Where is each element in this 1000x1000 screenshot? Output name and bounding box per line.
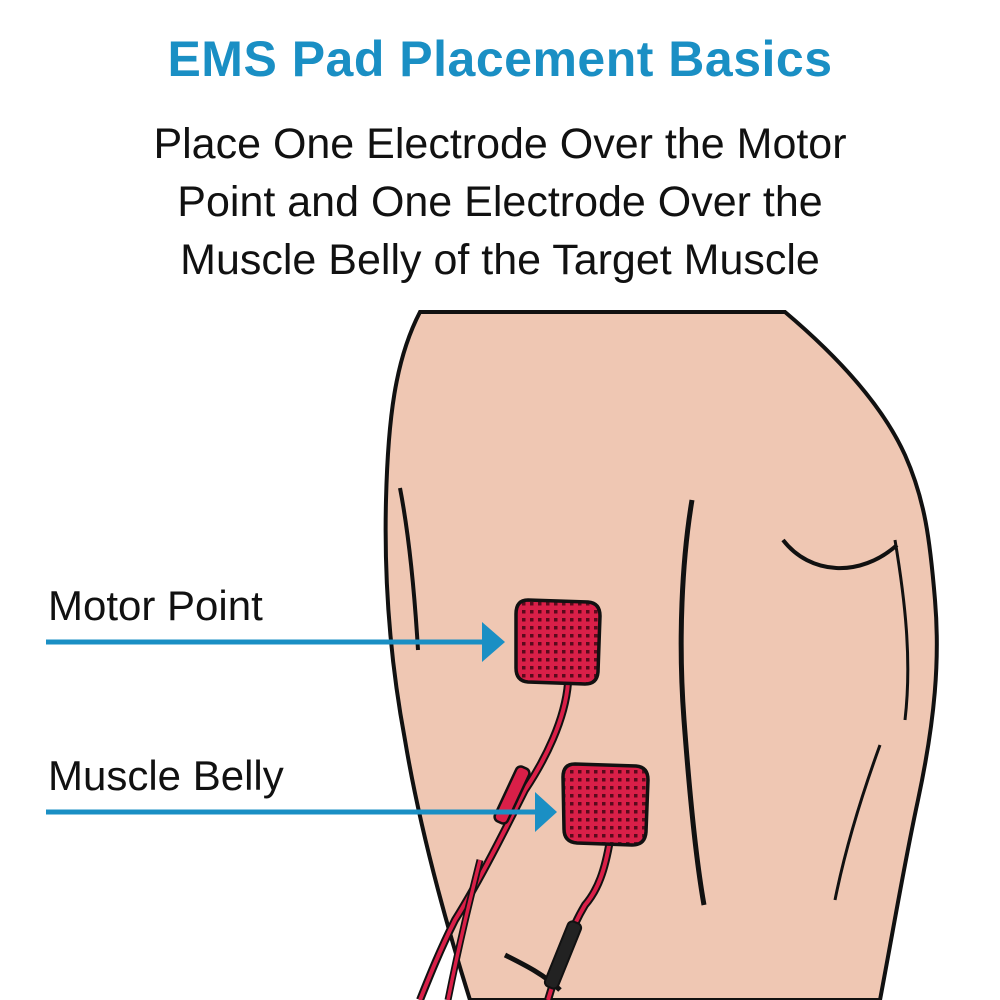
motor-point-electrode-pad xyxy=(514,598,602,686)
muscle-belly-electrode-pad xyxy=(561,762,650,847)
subtitle-line: Place One Electrode Over the Motor xyxy=(153,120,847,168)
upper-arm xyxy=(383,310,939,1000)
motor-point-label: Motor Point xyxy=(48,582,263,629)
wire-connector xyxy=(493,765,531,825)
lead-wire xyxy=(446,859,482,1000)
lead-wire xyxy=(418,682,570,1000)
muscle-belly-label: Muscle Belly xyxy=(48,752,284,799)
wire-connector-black xyxy=(543,920,583,990)
muscle-line xyxy=(893,539,910,721)
arrowhead-icon xyxy=(482,622,505,662)
muscle-line xyxy=(833,744,882,901)
page-title: EMS Pad Placement Basics xyxy=(167,31,833,87)
muscle-line xyxy=(398,487,420,651)
chest-line xyxy=(781,538,899,570)
arrowhead-icon xyxy=(535,792,557,832)
subtitle: Place One Electrode Over the Motor Point… xyxy=(0,115,1000,289)
muscle-line xyxy=(678,499,707,906)
subtitle-line: Point and One Electrode Over the xyxy=(177,178,823,226)
subtitle-line: Muscle Belly of the Target Muscle xyxy=(180,236,820,284)
